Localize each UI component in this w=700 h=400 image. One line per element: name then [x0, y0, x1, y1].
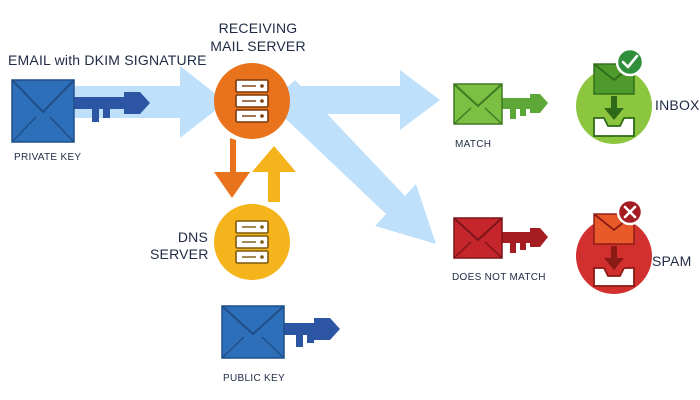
- flow-arrows: [75, 66, 440, 244]
- email-signature-label: EMAIL with DKIM SIGNATURE: [8, 52, 207, 68]
- flow-arrow-server-to-mismatch: [270, 80, 436, 244]
- check-icon: [615, 47, 645, 77]
- flow-arrow-sender-to-server: [75, 66, 226, 138]
- dns-to-server-arrow: [252, 146, 296, 202]
- mismatch-key: [500, 228, 548, 253]
- x-icon: [616, 198, 644, 226]
- public-envelope-icon: [221, 305, 285, 359]
- spam-label: SPAM: [652, 253, 692, 269]
- match-key: [500, 94, 548, 119]
- dns-server-label-line1: DNS: [177, 229, 208, 245]
- private-key-label: PRIVATE KEY: [14, 152, 82, 163]
- match-label: MATCH: [455, 139, 492, 150]
- sender-envelope-icon: [11, 79, 75, 143]
- dns-server-label-line2: SERVER: [150, 246, 209, 262]
- does-not-match-label: DOES NOT MATCH: [452, 272, 546, 283]
- dns-server-icon: [214, 204, 290, 280]
- receiving-server-label-line2: MAIL SERVER: [210, 38, 306, 54]
- flow-arrow-server-to-match: [280, 70, 440, 130]
- match-envelope-icon: [453, 83, 503, 125]
- spam-icon: [576, 213, 652, 294]
- server-to-dns-arrow: [214, 138, 250, 198]
- sender-key: [70, 92, 150, 122]
- public-key: [282, 318, 340, 347]
- receiving-server-label-line1: RECEIVING: [218, 20, 298, 36]
- inbox-icon: [576, 63, 652, 144]
- public-key-label: PUBLIC KEY: [223, 373, 285, 384]
- receiving-server-icon: [214, 63, 290, 139]
- inbox-label: INBOX: [655, 97, 700, 113]
- mismatch-envelope-icon: [453, 217, 503, 259]
